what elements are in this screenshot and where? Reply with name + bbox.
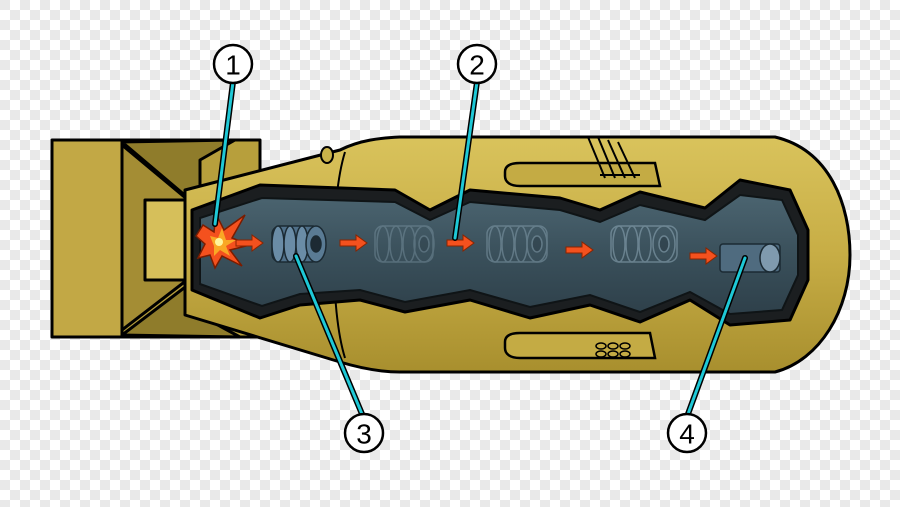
callout-4-label: 4 bbox=[679, 419, 695, 450]
antenna-wires bbox=[587, 136, 640, 179]
uranium-target bbox=[719, 243, 781, 273]
callout-1-label: 1 bbox=[225, 50, 241, 81]
callout-4: 4 bbox=[666, 412, 708, 454]
propellant-charge-explosion bbox=[195, 211, 253, 270]
casing-lug bbox=[320, 146, 334, 164]
leader-lines bbox=[212, 79, 748, 417]
slug-ghost-1 bbox=[374, 225, 435, 263]
projectile-slug bbox=[271, 225, 327, 263]
arrow-5 bbox=[689, 247, 718, 265]
lower-hatch bbox=[503, 331, 657, 360]
callout-1: 1 bbox=[212, 43, 254, 85]
arrow-2 bbox=[339, 234, 368, 252]
motion-arrows bbox=[235, 234, 718, 265]
leader-line-1 bbox=[212, 79, 236, 227]
tail-fin-upper bbox=[120, 138, 237, 210]
arrow-3 bbox=[446, 234, 475, 252]
arrow-4 bbox=[565, 241, 594, 259]
leader-line-2 bbox=[452, 79, 480, 241]
leader-line-3 bbox=[293, 253, 365, 417]
leader-line-4 bbox=[685, 255, 748, 417]
callout-2-label: 2 bbox=[469, 50, 485, 81]
callout-3: 3 bbox=[343, 412, 385, 454]
tail-fin-back-plate bbox=[50, 138, 124, 339]
gun-barrel bbox=[199, 193, 799, 316]
callout-3-label: 3 bbox=[356, 419, 372, 450]
lower-hatch-bolts bbox=[595, 342, 631, 358]
arrow-1 bbox=[235, 234, 264, 252]
slug-ghost-3 bbox=[610, 225, 678, 263]
callout-2: 2 bbox=[456, 43, 498, 85]
slug-ghost-2 bbox=[486, 225, 548, 263]
